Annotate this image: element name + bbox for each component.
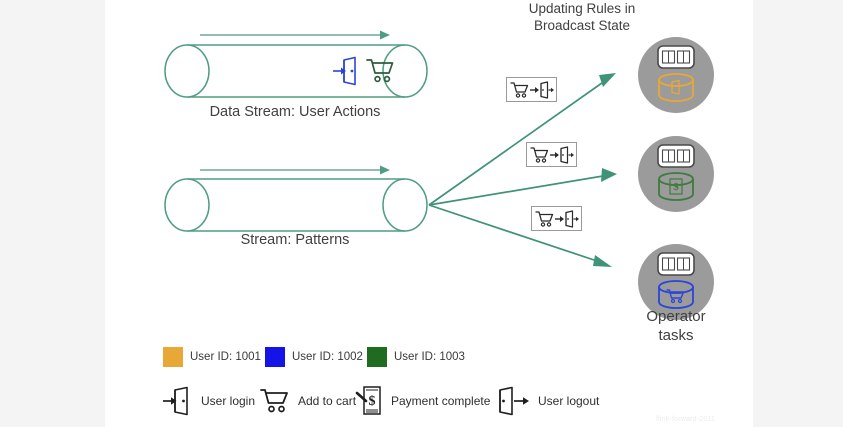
stream-1-label: Data Stream: User Actions <box>209 104 381 120</box>
legend-swatch-1002 <box>265 347 285 367</box>
svg-text:$: $ <box>673 181 679 193</box>
cart-icon <box>260 389 288 413</box>
legend-user-1002: User ID: 1002 <box>265 347 363 367</box>
legend-action-user-login: User login <box>163 386 255 416</box>
broadcast-state-title: Updating Rules in Broadcast State <box>517 0 647 34</box>
legend-action-payment-complete: $ Payment complete <box>355 385 491 417</box>
operator-node-icon <box>657 252 695 309</box>
legend-user-1001: User ID: 1001 <box>163 347 261 367</box>
legend-action-add-to-cart: Add to cart <box>260 388 356 414</box>
operator-label-line1: Operator <box>646 308 706 325</box>
operator-task-3 <box>638 244 714 320</box>
pattern-box-3 <box>531 206 582 231</box>
operator-label-line2: tasks <box>658 327 694 344</box>
operator-task-1 <box>638 37 714 113</box>
pattern-box-1 <box>506 77 557 102</box>
user-logout-icon <box>499 386 529 416</box>
operator-tasks-label: Operator tasks <box>626 307 726 345</box>
operator-task-2: $ <box>638 136 714 212</box>
stream-2-flow-arrow <box>200 163 390 177</box>
pattern-cart-to-logout-icon <box>529 145 574 164</box>
legend-action-label-2: Add to cart <box>298 394 357 408</box>
stream-1-flow-arrow <box>200 28 390 42</box>
legend-label-1002: User ID: 1002 <box>292 351 363 363</box>
broadcast-title-line2: Broadcast State <box>533 18 631 33</box>
legend-action-label-1: User login <box>201 394 256 408</box>
legend-label-1003: User ID: 1003 <box>394 351 465 363</box>
operator-node-icon: $ <box>657 144 695 201</box>
watermark: flink-forward-2011 <box>656 416 716 423</box>
pattern-cart-to-logout-icon <box>534 209 579 228</box>
pattern-fanout-arrows <box>423 60 633 280</box>
legend-action-label-4: User logout <box>538 394 600 408</box>
legend-swatch-1001 <box>163 347 183 367</box>
stream-2-label: Stream: Patterns <box>240 232 350 248</box>
diagram-canvas: Updating Rules in Broadcast State <box>105 0 753 427</box>
pattern-box-2 <box>526 142 577 167</box>
legend-label-1001: User ID: 1001 <box>190 351 261 363</box>
legend-action-label-3: Payment complete <box>391 394 491 408</box>
legend-user-1003: User ID: 1003 <box>367 347 465 367</box>
stream-1-item-user-login <box>333 56 361 86</box>
user-login-icon <box>163 386 188 416</box>
stream-1-item-cart <box>366 58 394 84</box>
operator-node-icon <box>657 45 695 102</box>
data-stream-user-actions <box>163 44 429 98</box>
stream-patterns <box>163 178 429 232</box>
broadcast-title-line1: Updating Rules in <box>528 1 636 16</box>
legend-action-user-logout: User logout <box>498 386 599 416</box>
legend-swatch-1003 <box>367 347 387 367</box>
payment-icon: $ <box>355 386 381 415</box>
svg-text:$: $ <box>369 394 376 409</box>
pattern-cart-to-logout-icon <box>509 80 554 99</box>
